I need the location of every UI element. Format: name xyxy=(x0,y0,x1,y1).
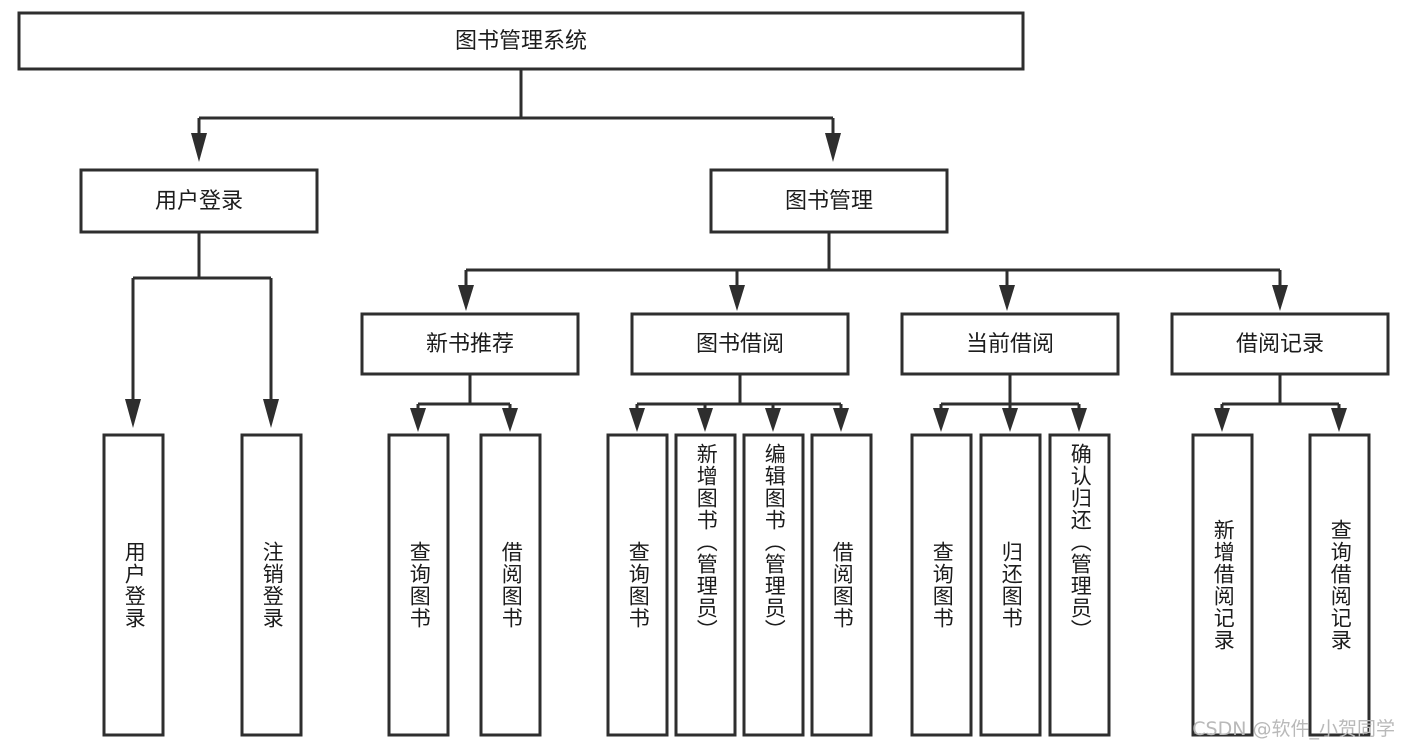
node-borrow-record-label: 借阅记录 xyxy=(1236,332,1324,357)
leaf-box-layer xyxy=(102,433,1371,737)
node-leaf-return-book-box[interactable] xyxy=(979,433,1042,737)
arrow-head-leaf-confirm-return xyxy=(1071,408,1087,432)
node-leaf-add-book-box[interactable] xyxy=(674,433,737,737)
arrow-head-leaf-borrow-book-2 xyxy=(833,408,849,432)
node-borrow-record[interactable]: 借阅记录 xyxy=(1170,312,1390,376)
node-book-borrow[interactable]: 图书借阅 xyxy=(630,312,850,376)
arrow-head-borrow-record xyxy=(1272,285,1288,311)
node-current-borrow[interactable]: 当前借阅 xyxy=(900,312,1120,376)
node-book-management-box[interactable] xyxy=(709,168,949,234)
node-current-borrow-box[interactable] xyxy=(900,312,1120,376)
node-leaf-confirm-return-box[interactable] xyxy=(1048,433,1111,737)
node-leaf-user-login-box[interactable] xyxy=(102,433,165,737)
node-leaf-query-book-2-box[interactable] xyxy=(606,433,669,737)
node-leaf-add-record-box[interactable] xyxy=(1191,433,1254,737)
node-leaf-borrow-book-1-box[interactable] xyxy=(479,433,542,737)
arrow-head-current-borrow xyxy=(999,285,1015,311)
arrow-head-leaf-add-book xyxy=(697,408,713,432)
arrow-head-user-login xyxy=(191,133,207,162)
arrow-head-leaf-add-record xyxy=(1214,408,1230,432)
node-root-box[interactable] xyxy=(17,11,1025,71)
arrow-head-leaf-logout xyxy=(263,399,279,428)
node-user-login-label: 用户登录 xyxy=(155,189,243,214)
node-book-borrow-box[interactable] xyxy=(630,312,850,376)
node-leaf-query-book-1-box[interactable] xyxy=(387,433,450,737)
node-leaf-borrow-book-2-box[interactable] xyxy=(810,433,873,737)
arrow-head-leaf-return-book xyxy=(1002,408,1018,432)
node-new-book-recommend[interactable]: 新书推荐 xyxy=(360,312,580,376)
node-new-book-recommend-label: 新书推荐 xyxy=(426,332,514,357)
node-leaf-query-book-3-box[interactable] xyxy=(910,433,973,737)
node-book-management-label: 图书管理 xyxy=(785,189,873,214)
node-user-login[interactable]: 用户登录 xyxy=(79,168,319,234)
node-book-management[interactable]: 图书管理 xyxy=(709,168,949,234)
arrow-head-leaf-borrow-book-1 xyxy=(502,408,518,432)
node-book-borrow-label: 图书借阅 xyxy=(696,332,784,357)
node-leaf-logout-box[interactable] xyxy=(240,433,303,737)
connector-layer xyxy=(125,69,1347,432)
arrow-head-leaf-query-book-2 xyxy=(629,408,645,432)
node-user-login-box[interactable] xyxy=(79,168,319,234)
arrow-head-leaf-edit-book xyxy=(765,408,781,432)
node-root-label: 图书管理系统 xyxy=(455,29,587,54)
node-borrow-record-box[interactable] xyxy=(1170,312,1390,376)
arrow-head-book-borrow xyxy=(729,285,745,311)
arrow-head-leaf-user-login xyxy=(125,399,141,428)
node-leaf-edit-book-box[interactable] xyxy=(742,433,805,737)
node-root[interactable]: 图书管理系统 xyxy=(17,11,1025,71)
arrow-head-leaf-query-book-3 xyxy=(933,408,949,432)
arrow-head-leaf-query-book-1 xyxy=(410,408,426,432)
arrow-head-new-book-recommend xyxy=(458,285,474,311)
node-leaf-query-record-box[interactable] xyxy=(1308,433,1371,737)
watermark-text: CSDN @软件_小贺同学 xyxy=(1192,718,1395,740)
arrow-head-leaf-query-record xyxy=(1331,408,1347,432)
node-current-borrow-label: 当前借阅 xyxy=(966,332,1054,357)
node-new-book-recommend-box[interactable] xyxy=(360,312,580,376)
arrow-head-book-management xyxy=(825,133,841,162)
